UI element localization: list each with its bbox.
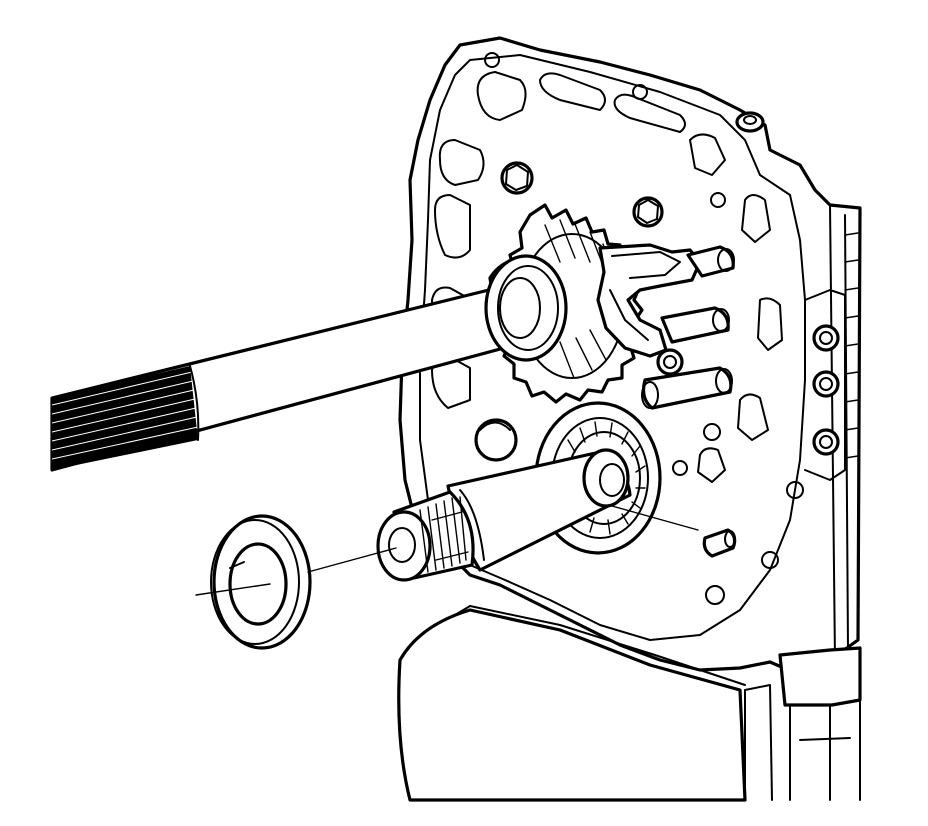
case-bearing-rollers: [568, 422, 645, 534]
output-shaft-splines: [52, 366, 198, 470]
shift-fork: [598, 245, 700, 356]
needle-bearing: [378, 492, 473, 580]
shift-rod-middle: [662, 308, 729, 342]
assembly-centerlines: [196, 506, 698, 595]
bolt-middle: [658, 350, 682, 374]
output-shaft: [52, 256, 566, 470]
bolt-upper-right: [634, 198, 662, 226]
bolt-upper-left: [502, 163, 532, 193]
thrust-washer: [211, 516, 310, 648]
transmission-housing: [399, 606, 860, 800]
dowel-pin: [704, 530, 735, 556]
input-shaft: [448, 450, 630, 570]
case-edge-ribs: [845, 233, 858, 458]
needle-rollers: [420, 497, 468, 572]
shift-rod-upper: [688, 247, 734, 276]
shift-rod-lower: [642, 368, 732, 408]
